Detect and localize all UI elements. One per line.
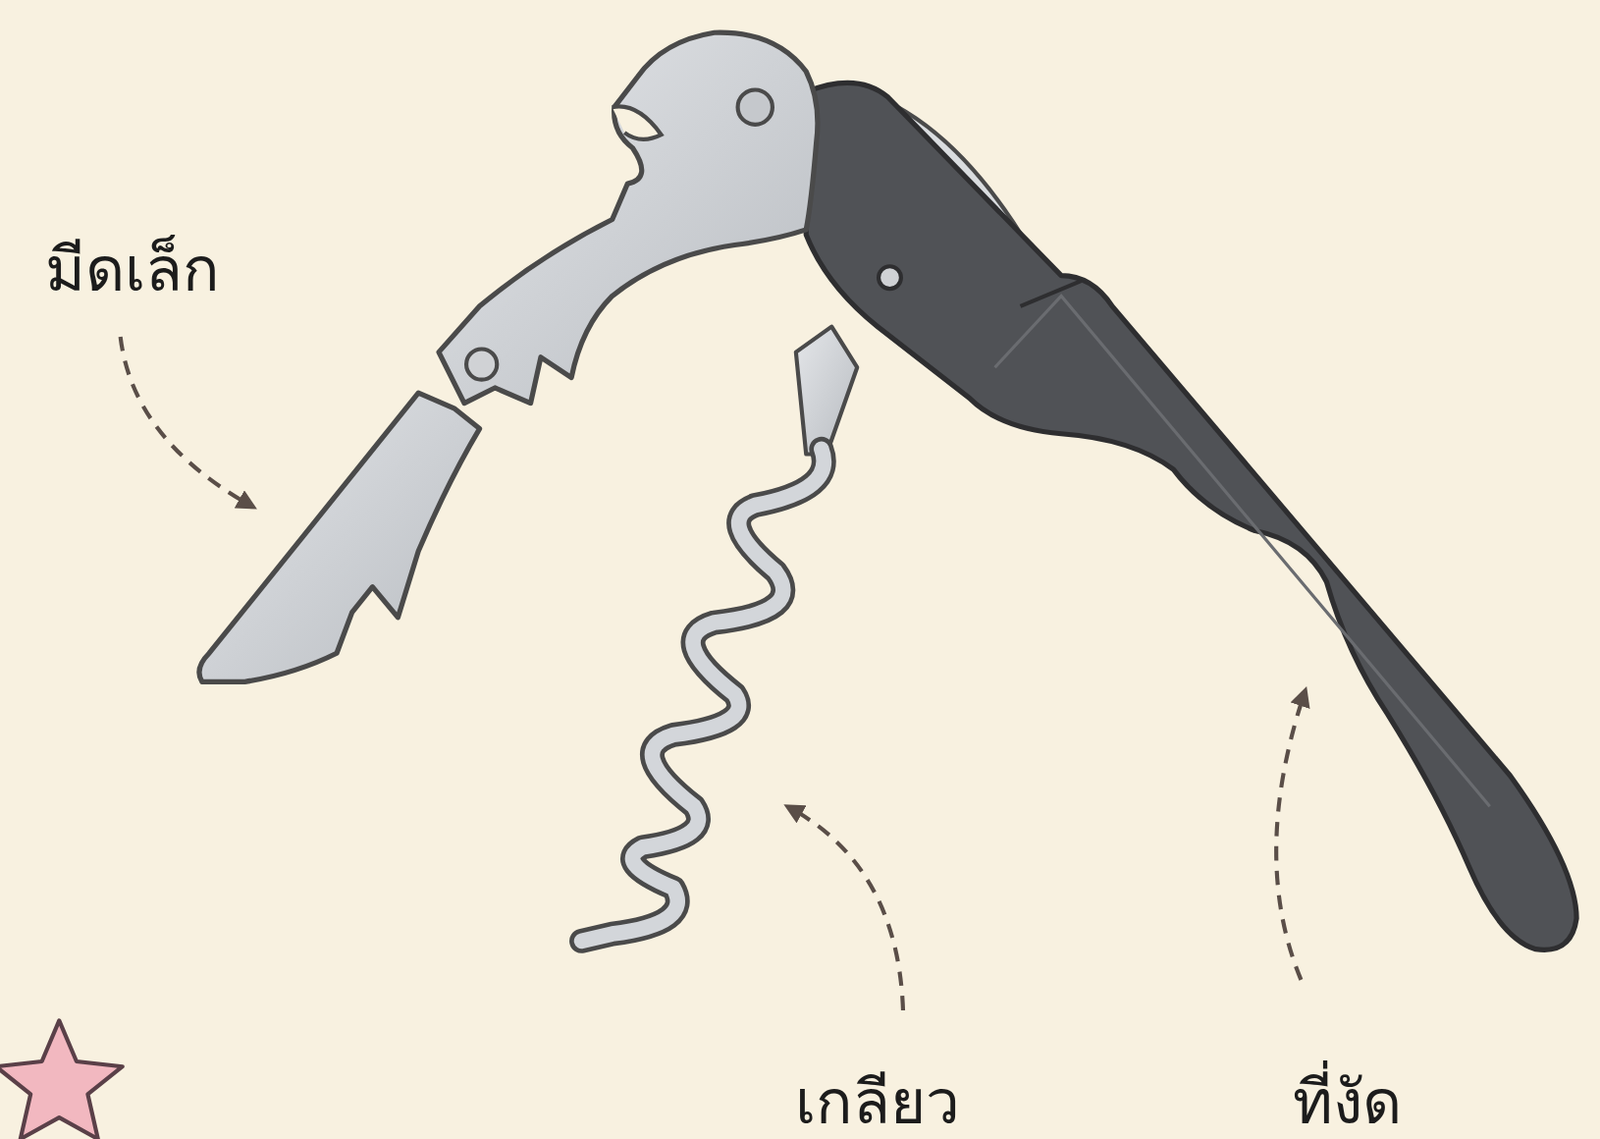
- lever-handle: [805, 82, 1577, 950]
- bottle-opener-hook: [612, 106, 662, 139]
- leader-line: [120, 336, 251, 506]
- leader-line: [1276, 693, 1304, 980]
- knife-hinge: [466, 348, 497, 379]
- small-knife: [199, 392, 480, 682]
- star-decoration: [0, 1019, 123, 1139]
- screw-worm: [582, 448, 825, 941]
- opener-body: [438, 32, 818, 403]
- part-label: มีดเล็ก: [45, 236, 220, 304]
- leader-line: [791, 807, 904, 1011]
- handle-seam: [1020, 280, 1082, 307]
- screw-outline: [582, 448, 825, 941]
- handle-highlight: [995, 295, 1491, 806]
- part-label: ที่งัด: [1292, 1068, 1402, 1136]
- rivet: [738, 89, 773, 124]
- screw-neck: [796, 326, 857, 455]
- part-label: เกลียว: [795, 1068, 960, 1136]
- rivet: [878, 266, 902, 289]
